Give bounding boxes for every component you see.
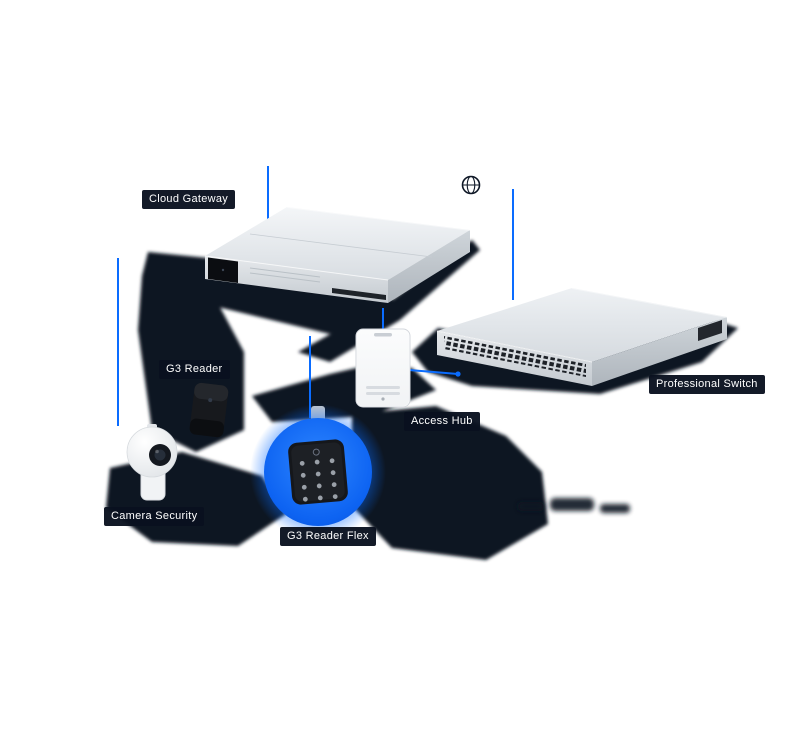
shadow-under-gateway [200, 272, 392, 334]
g3-reader-device [189, 382, 229, 438]
g3-reader-label: G3 Reader [159, 360, 230, 379]
switch-psu [698, 320, 722, 341]
g3-reader-flex-label: G3 Reader Flex [280, 527, 376, 546]
cloud-gateway-device [204, 207, 471, 303]
g3-reader-flex-device [250, 404, 386, 540]
camera-security-label: Camera Security [104, 507, 205, 526]
globe-icon [461, 175, 481, 195]
professional-switch-label: Professional Switch [649, 375, 765, 394]
keypad-dots [299, 458, 338, 502]
shadow-smudge [518, 498, 630, 513]
access-hub-label: Access Hub [404, 412, 480, 431]
connection-node-dot [455, 371, 461, 377]
cloud-gateway-label: Cloud Gateway [142, 190, 236, 209]
link-hub-to-switch [408, 369, 459, 375]
access-hub-device [355, 328, 411, 408]
camera-security-device [126, 424, 178, 501]
connection-lines [117, 166, 514, 426]
professional-switch-device [436, 288, 728, 386]
gateway-ports [332, 288, 386, 300]
shadow-circle-right [352, 406, 548, 560]
switch-port-grid [444, 336, 586, 377]
